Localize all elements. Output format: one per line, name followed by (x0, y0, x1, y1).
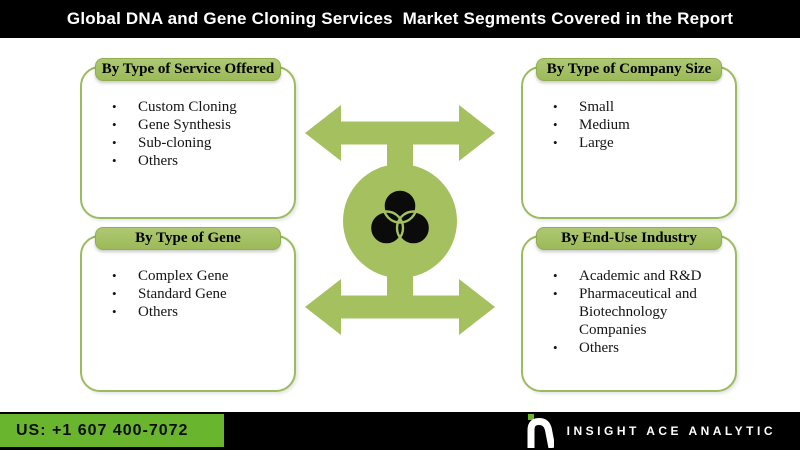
list-item: Gene Synthesis (112, 116, 288, 134)
list-item: Standard Gene (112, 285, 288, 303)
venn-diagram-icon (368, 188, 432, 246)
page-title: Global DNA and Gene Cloning Services Mar… (66, 9, 734, 28)
title-bar: Global DNA and Gene Cloning Services Mar… (0, 0, 800, 38)
list-item: Others (112, 152, 288, 170)
list-item: Complex Gene (112, 267, 288, 285)
brand-block: INSIGHT ACE ANALYTIC (524, 412, 776, 450)
segment-list-end-use-industry: Academic and R&D Pharmaceutical and Biot… (523, 267, 735, 357)
insight-ace-logo-icon (527, 414, 554, 448)
footer-bar: US: +1 607 400-7072 INSIGHT ACE ANALYTIC (0, 412, 800, 450)
segment-list-company-size: Small Medium Large (523, 98, 735, 152)
double-arrow-bottom-icon (305, 279, 495, 335)
segment-box-company-size: By Type of Company Size Small Medium Lar… (521, 58, 737, 219)
list-item: Large (553, 134, 729, 152)
double-arrow-top-icon (305, 105, 495, 161)
list-item: Academic and R&D (553, 267, 729, 285)
list-item: Others (553, 339, 729, 357)
list-item: Small (553, 98, 729, 116)
segment-list-service-offered: Custom Cloning Gene Synthesis Sub-clonin… (82, 98, 294, 170)
segment-box-service-offered: By Type of Service Offered Custom Clonin… (80, 58, 296, 219)
list-item: Others (112, 303, 288, 321)
segment-header-end-use-industry: By End-Use Industry (536, 227, 722, 250)
brand-name: INSIGHT ACE ANALYTIC (566, 424, 776, 438)
list-item: Pharmaceutical and Biotechnology Compani… (553, 285, 729, 339)
segment-header-gene-type: By Type of Gene (95, 227, 281, 250)
segment-header-service-offered: By Type of Service Offered (95, 58, 281, 81)
segment-box-gene-type: By Type of Gene Complex Gene Standard Ge… (80, 227, 296, 392)
segment-box-end-use-industry: By End-Use Industry Academic and R&D Pha… (521, 227, 737, 392)
segment-header-company-size: By Type of Company Size (536, 58, 722, 81)
phone-banner: US: +1 607 400-7072 (0, 414, 224, 447)
segment-list-gene-type: Complex Gene Standard Gene Others (82, 267, 294, 321)
list-item: Sub-cloning (112, 134, 288, 152)
list-item: Custom Cloning (112, 98, 288, 116)
phone-number: US: +1 607 400-7072 (16, 421, 189, 439)
list-item: Medium (553, 116, 729, 134)
center-hub-graphic (305, 105, 495, 335)
